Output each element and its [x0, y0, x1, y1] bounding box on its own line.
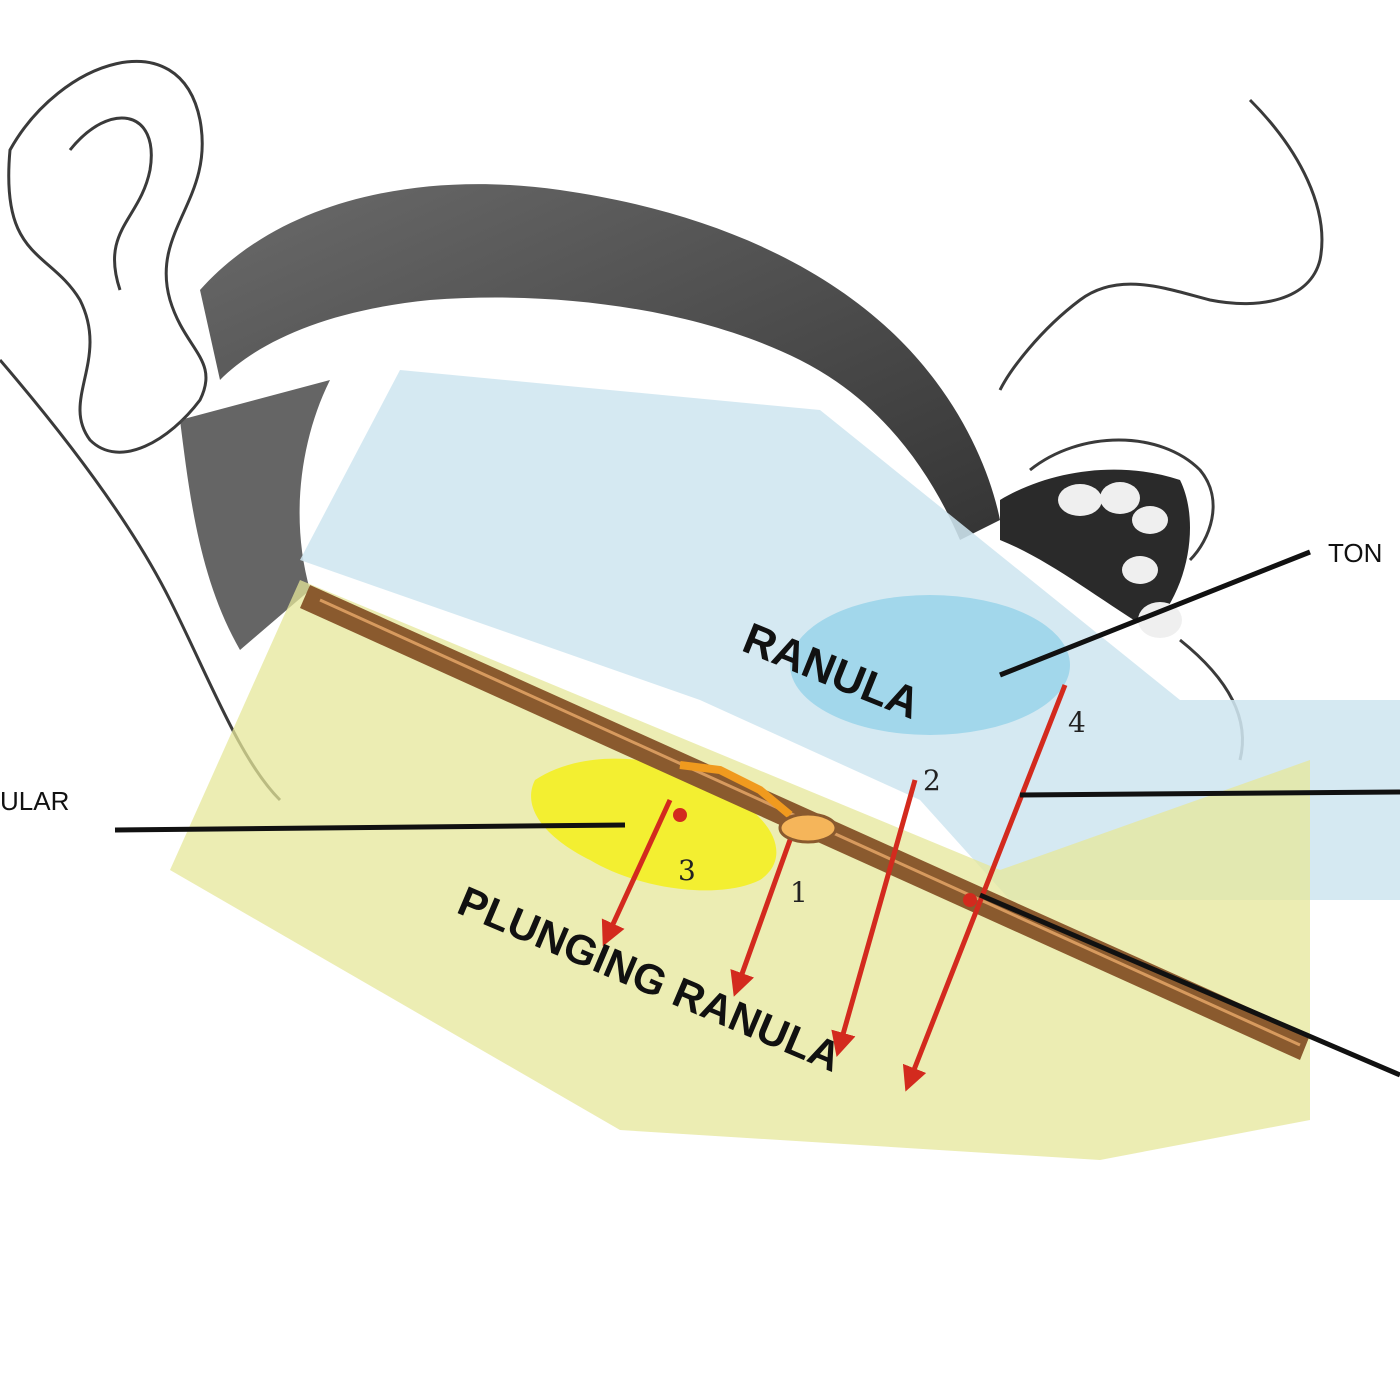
route-arrow-2: [831, 779, 918, 1058]
posterior-pharynx: [180, 380, 330, 650]
upper-lip: [1029, 438, 1215, 562]
ranula-cyst: [790, 595, 1070, 735]
route-number-2: 2: [923, 764, 941, 797]
nose-profile: [998, 98, 1324, 391]
leader-line-sublingual: [114, 822, 626, 833]
ear-outline: [7, 59, 208, 454]
leader-line-right-mid: [1019, 789, 1400, 798]
ear-inner-fold: [68, 116, 153, 291]
route-number-1: 1: [790, 876, 808, 909]
route-origin-dot: [673, 808, 687, 822]
leader-line-tongue: [999, 549, 1311, 678]
leader-line-right-low: [979, 892, 1400, 1078]
label-sublingual: ULAR: [0, 786, 69, 816]
submandibular-duct-opening: [778, 812, 838, 844]
route-arrow-3: [601, 798, 673, 947]
route-arrow-1: [730, 839, 793, 997]
oral-cavity-roof: [200, 184, 1000, 540]
teeth-lower-jaw: [1000, 469, 1190, 638]
herniation-routes: [601, 684, 1068, 1092]
sublingual-duct: [679, 761, 793, 819]
route-cross-dot: [963, 893, 977, 907]
leader-lines: [114, 549, 1400, 1078]
label-tongue: TON: [1328, 538, 1382, 568]
route-arrow-4: [902, 684, 1068, 1092]
route-number-3: 3: [678, 854, 696, 887]
route-number-4: 4: [1068, 706, 1086, 739]
